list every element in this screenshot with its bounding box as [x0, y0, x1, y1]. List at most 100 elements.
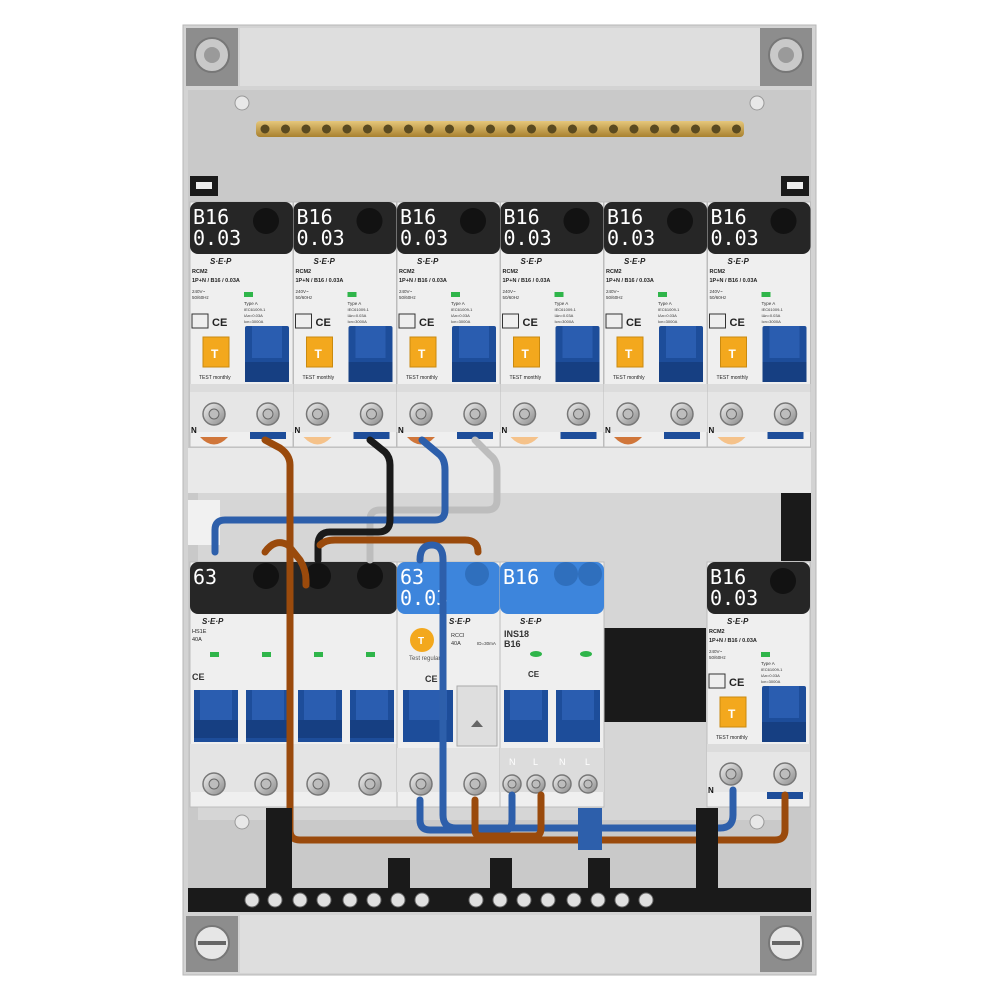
- screw-terminal-icon[interactable]: [463, 772, 487, 796]
- screw-terminal-icon[interactable]: [359, 402, 384, 426]
- terminal-screw-icon[interactable]: [342, 892, 358, 908]
- wire-blue-3: [416, 791, 516, 834]
- terminal-screw-icon[interactable]: [566, 892, 582, 908]
- screw-terminal-icon[interactable]: [719, 762, 743, 786]
- screw-terminal-icon[interactable]: [202, 402, 226, 426]
- idn-label: IΔn=0.03A: [244, 313, 263, 318]
- standard-label: IEC61009-1: [761, 667, 783, 672]
- switch-toggle[interactable]: [350, 690, 394, 742]
- screw-terminal-icon[interactable]: [773, 762, 797, 786]
- freq-label: 50/60Hz: [192, 295, 210, 300]
- neutral-label: N: [605, 426, 611, 435]
- rating-label: B16: [400, 205, 436, 229]
- terminal-screw-icon[interactable]: [414, 892, 430, 908]
- ce-mark-icon: CE: [316, 317, 331, 329]
- test-button-icon[interactable]: T: [720, 336, 747, 368]
- test-button-icon[interactable]: T: [719, 696, 747, 728]
- terminal-screw-icon[interactable]: [590, 892, 606, 908]
- svg-text:T: T: [625, 347, 633, 361]
- test-button-icon[interactable]: T: [410, 628, 434, 652]
- screw-terminal-icon[interactable]: [566, 402, 591, 426]
- test-label: TEST monthly: [716, 735, 748, 741]
- spec-label: 1P+N / B16 / 0.03A: [192, 278, 240, 284]
- busbar-hole: [568, 124, 577, 134]
- busbar-hole: [404, 124, 413, 134]
- screw-terminal-icon[interactable]: [670, 402, 694, 426]
- terminal-screw-icon[interactable]: [614, 892, 630, 908]
- ce-mark-icon: CE: [729, 677, 744, 689]
- test-button-icon[interactable]: T: [306, 336, 333, 368]
- busbar-hole: [445, 124, 454, 134]
- brand-logo: S·E·P: [521, 257, 543, 266]
- ce-mark-icon: CE: [212, 317, 227, 329]
- busbar-hole: [322, 124, 331, 134]
- terminal-screw-icon[interactable]: [316, 892, 332, 908]
- test-button-icon[interactable]: T: [616, 336, 644, 368]
- spec-label: 1P+N / B16 / 0.03A: [296, 278, 344, 284]
- idn-label: IΔn=0.03A: [451, 313, 470, 318]
- ce-mark-icon: CE: [523, 317, 538, 329]
- breaker-toggle[interactable]: [348, 326, 393, 382]
- screw-terminal-icon[interactable]: [616, 402, 640, 426]
- breaker-toggle[interactable]: [245, 326, 289, 382]
- wire-blue-2: [416, 541, 737, 832]
- breaker-toggle[interactable]: [762, 686, 806, 742]
- busbar-hole: [342, 124, 352, 134]
- terminal-screw-icon[interactable]: [540, 892, 556, 908]
- terminal-screw-icon[interactable]: [366, 892, 382, 908]
- terminal-screw-icon[interactable]: [516, 892, 532, 908]
- cable-gland: [200, 437, 228, 445]
- screw-terminal-icon[interactable]: [305, 402, 330, 426]
- screw-terminal-icon[interactable]: [202, 772, 226, 796]
- screw-terminal-icon[interactable]: [719, 402, 744, 426]
- breaker-toggle[interactable]: [659, 326, 703, 382]
- switch-toggle[interactable]: [298, 690, 342, 742]
- led-indicator-icon: [554, 292, 564, 297]
- terminal-screw-icon[interactable]: [292, 892, 308, 908]
- current-label: 40A: [192, 637, 202, 643]
- switch-toggle[interactable]: [246, 690, 290, 742]
- svg-text:T: T: [729, 347, 737, 361]
- screw-terminal-icon[interactable]: [512, 402, 537, 426]
- screw-terminal-icon[interactable]: [256, 402, 280, 426]
- terminal-screw-icon[interactable]: [492, 892, 508, 908]
- breaker-toggle[interactable]: [762, 326, 807, 382]
- neutral-label: N: [191, 426, 197, 435]
- screw-terminal-icon[interactable]: [409, 402, 433, 426]
- terminal-screw-icon[interactable]: [244, 892, 260, 908]
- kema-mark-icon: [295, 313, 312, 329]
- terminal-screw-icon[interactable]: [468, 892, 484, 908]
- screw-terminal-icon[interactable]: [409, 772, 433, 796]
- voltage-label: 240V~: [399, 289, 413, 294]
- switch-toggle[interactable]: [194, 690, 238, 742]
- screw-terminal-icon[interactable]: [254, 772, 278, 796]
- breaker-toggle[interactable]: [452, 326, 496, 382]
- busbar-hole: [609, 124, 618, 134]
- freq-label: 50/60Hz: [710, 295, 728, 300]
- terminal-screw-icon[interactable]: [267, 892, 283, 908]
- screw-terminal-icon[interactable]: [358, 772, 382, 796]
- isolator-toggle[interactable]: [556, 690, 600, 742]
- screw-terminal-icon[interactable]: [552, 774, 572, 794]
- neutral-label: N: [709, 426, 715, 435]
- screw-terminal-icon[interactable]: [502, 774, 522, 794]
- screw-terminal-icon[interactable]: [773, 402, 798, 426]
- terminal-screw-icon[interactable]: [390, 892, 406, 908]
- screw-terminal-icon[interactable]: [578, 774, 598, 794]
- idn-label: IΔn=0.03A: [761, 673, 780, 678]
- test-button-icon[interactable]: T: [409, 336, 437, 368]
- isolator-toggle[interactable]: [504, 690, 548, 742]
- screw-terminal-icon[interactable]: [526, 774, 546, 794]
- wire-grey: [366, 436, 501, 564]
- terminal-screw-icon[interactable]: [638, 892, 654, 908]
- screw-terminal-icon[interactable]: [463, 402, 487, 426]
- test-button-icon[interactable]: T: [202, 336, 230, 368]
- right-dark-channel: [781, 493, 811, 561]
- test-button-icon[interactable]: T: [513, 336, 540, 368]
- breaker-toggle[interactable]: [555, 326, 600, 382]
- screw-terminal-icon[interactable]: [306, 772, 330, 796]
